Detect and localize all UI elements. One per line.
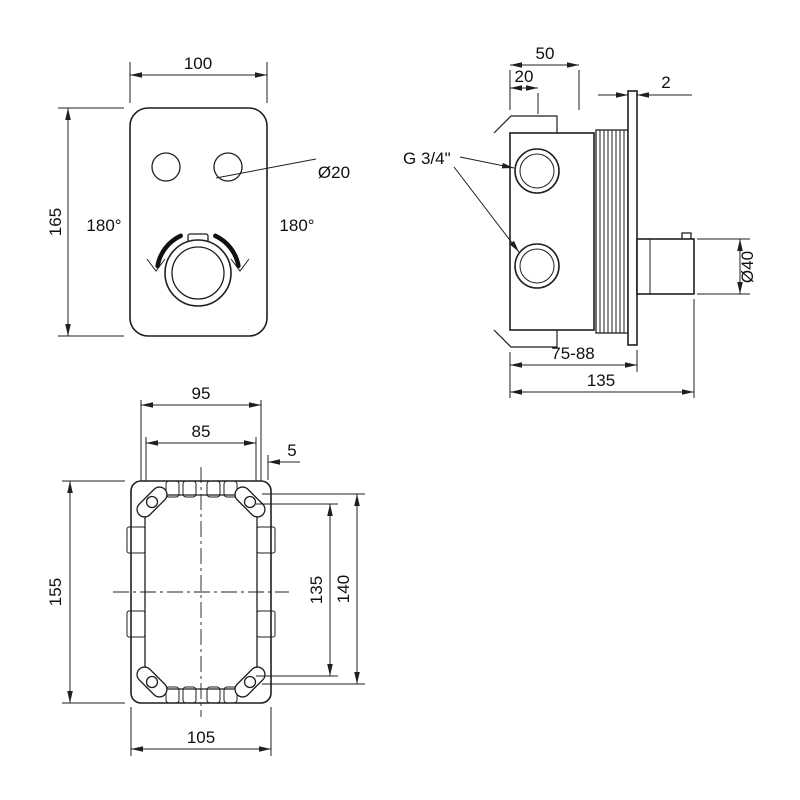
box-155-label: 155 [46, 578, 65, 606]
box-5-label: 5 [287, 441, 296, 460]
spindle [636, 232, 695, 295]
dimension-depth-range: 75-88 [509, 344, 638, 398]
ribbed-section [595, 129, 629, 334]
front-width-label: 100 [184, 54, 212, 73]
dimension-total-depth: 135 [510, 299, 695, 398]
mounting-bracket-bottom [493, 329, 558, 348]
screw-hole-bottom-right [243, 675, 257, 689]
screw-hole-top-left [145, 495, 159, 509]
side-50-label: 50 [536, 44, 555, 63]
flange-thickness-label: 2 [661, 73, 670, 92]
port-lower-inner [519, 248, 555, 284]
wall-flange [627, 90, 638, 346]
port-upper-inner [519, 153, 555, 189]
rotation-arrow-right: 180° [213, 216, 315, 272]
rotation-left-label: 180° [86, 216, 121, 235]
dimension-hole-diameter: Ø20 [215, 158, 350, 182]
diverter-button-left [151, 152, 181, 182]
dimension-box-155: 155 [46, 480, 125, 704]
mounting-box-view: 95 85 5 155 [46, 384, 365, 756]
dimension-spindle-diameter: Ø40 [697, 238, 757, 295]
mounting-bracket-top [493, 115, 558, 134]
box-105-label: 105 [187, 728, 215, 747]
box-135-label: 135 [307, 576, 326, 604]
knob-inner [171, 246, 225, 300]
diverter-button-right [213, 152, 243, 182]
hole-diameter-label: Ø20 [318, 163, 350, 182]
screw-hole-top-right [243, 495, 257, 509]
total-depth-label: 135 [587, 371, 615, 390]
box-85-label: 85 [192, 422, 211, 441]
screw-hole-bottom-left [145, 675, 159, 689]
port-upper [514, 148, 560, 194]
dimension-front-height: 165 [46, 107, 124, 337]
dimension-box-85: 85 [145, 422, 257, 488]
dimension-side-20: 20 [510, 67, 539, 114]
dimension-box-135: 135 [256, 503, 338, 677]
side-view: 50 20 2 [403, 44, 757, 398]
thread-callout: G 3/4" [403, 149, 520, 253]
dimension-front-width: 100 [129, 54, 268, 103]
dimension-box-5: 5 [267, 441, 300, 480]
dimension-box-140: 140 [262, 493, 365, 685]
rotation-right-label: 180° [279, 216, 314, 235]
thread-label: G 3/4" [403, 149, 451, 168]
box-95-label: 95 [192, 384, 211, 403]
rotation-arrow-left: 180° [86, 216, 183, 272]
depth-range-label: 75-88 [551, 344, 594, 363]
front-height-label: 165 [46, 208, 65, 236]
front-view: 100 165 Ø20 180° 180° [46, 54, 350, 337]
dimension-box-95: 95 [140, 384, 262, 488]
spindle-diameter-label: Ø40 [738, 251, 757, 283]
side-20-label: 20 [515, 67, 534, 86]
dimension-flange-thickness: 2 [598, 73, 692, 98]
box-140-label: 140 [334, 575, 353, 603]
dimension-box-105: 105 [130, 707, 272, 756]
port-lower [514, 243, 560, 289]
